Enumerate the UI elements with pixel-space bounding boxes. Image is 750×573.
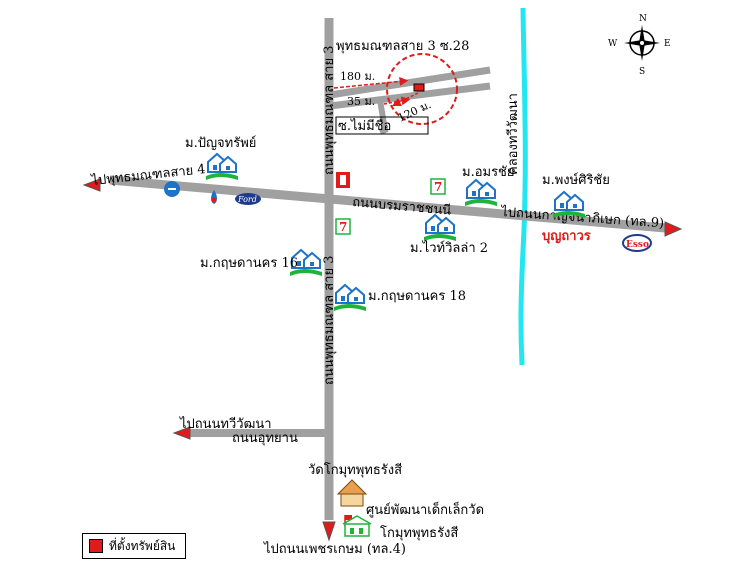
distance-180: 180 ม.: [340, 70, 375, 83]
label-vertical-lower: ถนนพุทธมณฑล สาย 3: [322, 256, 337, 386]
village-icon-pongsiri: [552, 191, 586, 219]
village-icon-villa2: [423, 214, 457, 242]
arrow-to-right: [664, 221, 683, 237]
temple-icon: [336, 479, 368, 507]
soi-road-top: [329, 66, 491, 135]
seven-label-2: 7: [339, 220, 347, 234]
label-amornchai: ม.อมรชัย: [462, 165, 515, 180]
legend-swatch: [89, 539, 103, 553]
arrow-to-south: [322, 521, 336, 542]
dist-line-120: [391, 92, 419, 107]
location-radius-circle: [386, 53, 458, 125]
ford-logo-icon: Ford: [235, 193, 261, 205]
seven-eleven-icon-2: 7: [335, 218, 351, 235]
flag-marker-icon: [336, 172, 350, 188]
label-punjasap: ม.ปัญจทรัพย์: [185, 135, 256, 151]
label-kritsadanakorn18: ม.กฤษดานคร 18: [368, 289, 466, 304]
label-ford: Ford: [237, 195, 257, 204]
label-pongsiri: ม.พงษ์ศิริชัย: [542, 172, 610, 188]
legend: ที่ตั้งทรัพย์สิน: [82, 533, 186, 559]
label-esso: Esso: [626, 240, 649, 250]
soi-unnamed-box: [335, 116, 429, 135]
school-icon: [342, 515, 372, 537]
label-soi-top: พุทธมณฑลสาย 3 ซ.28: [336, 39, 469, 54]
arrow-to-west-lower: [172, 426, 191, 440]
esso-logo-icon: Esso: [622, 234, 652, 252]
label-boonthavorn: บุญถาวร: [542, 229, 591, 244]
arrow-to-left: [82, 178, 101, 192]
village-icon-punjasap: [205, 153, 239, 181]
distance-35: 35 ม.: [347, 95, 375, 108]
label-canal: คลองทวีวัฒนา: [505, 93, 521, 175]
compass-w: W: [608, 39, 618, 49]
compass-s: S: [639, 67, 645, 77]
compass-e: E: [664, 39, 671, 49]
label-to-west-lower: ไปถนนทวีวัฒนา: [179, 416, 272, 432]
label-villa2: ม.ไวท์วิลล่า 2: [410, 240, 488, 256]
label-horizontal-main: ถนนบรมราชชนนี: [352, 194, 452, 219]
compass-icon: N S E W: [608, 14, 671, 77]
road-horizontal-main: [109, 175, 666, 233]
label-school: โกมุทพุทธรังสี: [380, 525, 458, 541]
canal: [518, 7, 528, 366]
village-icon-amornchai: [464, 179, 498, 207]
label-soi-unnamed: ซ.ไม่มีชื่อ: [338, 117, 391, 134]
ptt-icon: [211, 190, 217, 204]
label-lower-road: ถนนอุทยาน: [232, 431, 298, 446]
label-kritsadanakorn16: ม.กฤษดานคร 16: [200, 256, 298, 271]
label-child-center: ศูนย์พัฒนาเด็กเล็กวัด: [366, 500, 484, 518]
compass-n: N: [639, 14, 647, 24]
legend-label: ที่ตั้งทรัพย์สิน: [109, 538, 176, 553]
label-vertical-upper: ถนนพุทธมณฑล สาย 3: [322, 46, 337, 176]
seven-eleven-icon-1: 7: [430, 178, 446, 195]
gas-station-icon: [164, 181, 180, 197]
seven-label-1: 7: [434, 180, 442, 194]
label-temple: วัดโกมุทพุทธรังสี: [308, 462, 402, 478]
label-to-south: ไปถนนเพชรเกษม (ทล.4): [263, 541, 406, 557]
village-icon-kritsadanakorn18: [333, 284, 367, 312]
property-marker: [413, 83, 425, 92]
